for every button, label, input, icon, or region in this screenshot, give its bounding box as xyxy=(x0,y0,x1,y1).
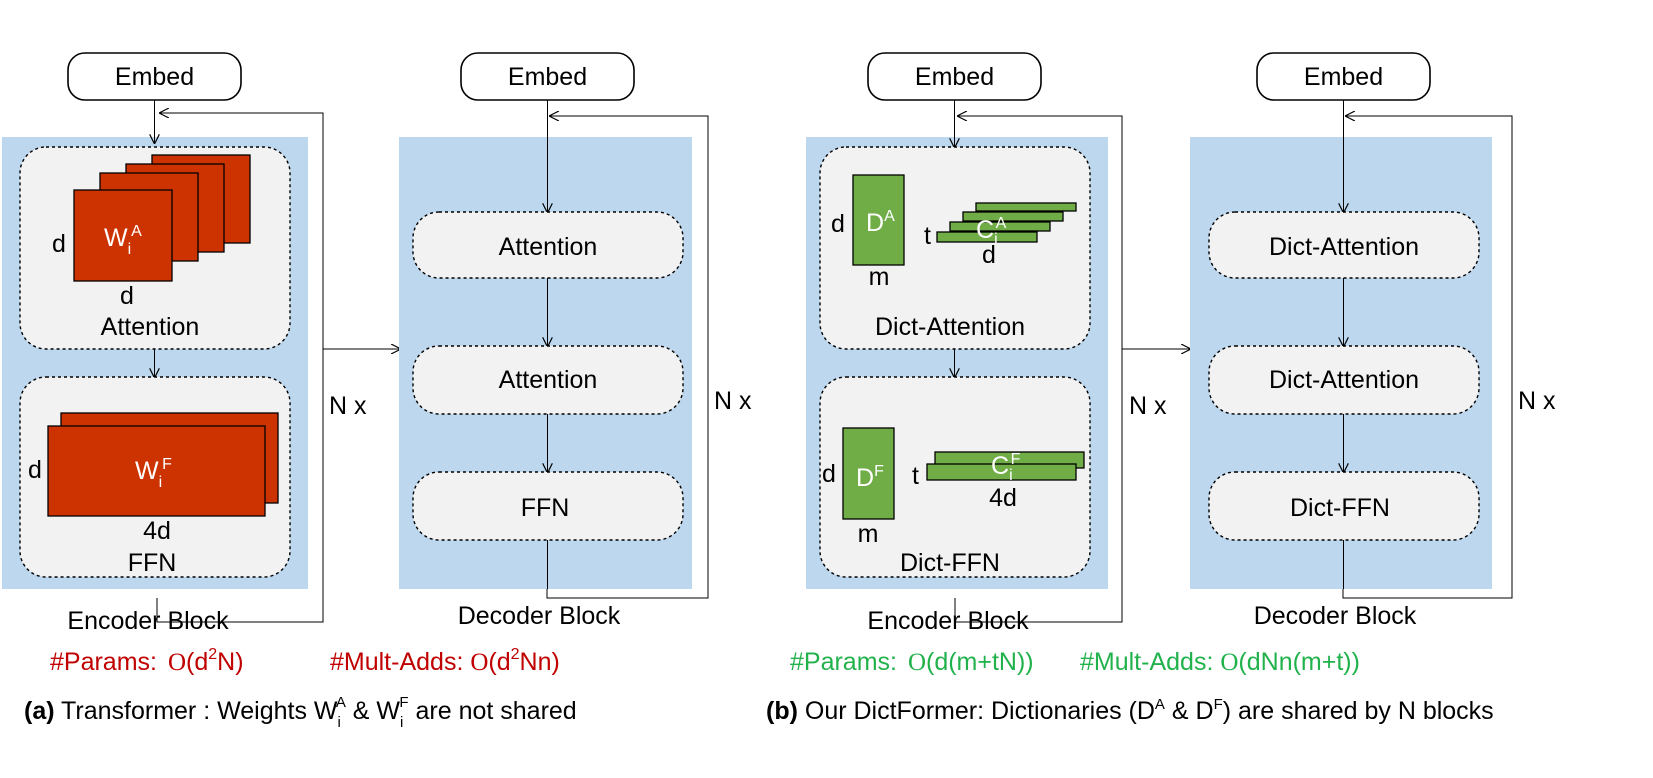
weight-ffn-matrix xyxy=(47,425,266,517)
decoder-repeat-label: N x xyxy=(714,387,752,415)
encoder-ffn-label: FFN xyxy=(128,549,177,577)
weight-attention-matrix xyxy=(73,189,173,282)
coef-attn-matrix xyxy=(936,231,1038,243)
dict-decoder-item-2-label: Dict-Attention xyxy=(1269,366,1419,394)
decoder-item-2 xyxy=(412,345,684,415)
ffn-dim-left: d xyxy=(28,456,42,484)
attention-dim-bottom: d xyxy=(120,282,134,310)
dict-decoder-repeat-loop xyxy=(1342,116,1513,599)
attention-dim-left: d xyxy=(52,230,66,258)
decoder-item-3 xyxy=(412,471,684,541)
dict-decoder-item-3 xyxy=(1208,471,1480,541)
dict-decoder-item-1-label: Dict-Attention xyxy=(1269,233,1419,261)
decoder-item-2-label: Attention xyxy=(499,366,598,394)
dict-decoder-item-2 xyxy=(1208,345,1480,415)
decoder-embed-label: Embed xyxy=(508,63,587,91)
left-mult-adds: #Mult-Adds: O(d2Nn) xyxy=(330,646,560,676)
decoder-item-3-label: FFN xyxy=(521,494,570,522)
encoder-repeat-loop xyxy=(156,113,324,623)
dict-ffn-label: DF xyxy=(856,463,884,492)
weight-ffn-label: WiF xyxy=(135,456,172,491)
coef-attn-3 xyxy=(962,211,1064,222)
dict-decoder-item-3-label: Dict-FFN xyxy=(1290,494,1390,522)
left-caption: (a) Transformer : Weights WiA & WiF are … xyxy=(24,694,577,731)
dict-ffn-dim-bottom: m xyxy=(858,520,879,548)
dict-ffn-matrix xyxy=(842,427,895,520)
dict-ffn-dim-left: d xyxy=(822,460,836,488)
dict-attention-dim-bottom: m xyxy=(869,263,890,291)
dict-encoder-block-title: Encoder Block xyxy=(867,607,1029,635)
decoder-block-title: Decoder Block xyxy=(458,602,621,630)
dict-decoder-embed-label: Embed xyxy=(1304,63,1383,91)
right-params: #Params: O(d(m+tN)) xyxy=(790,648,1034,676)
encoder-repeat-label: N x xyxy=(329,392,367,420)
right-mult-adds: #Mult-Adds: O(dNn(m+t)) xyxy=(1080,648,1360,676)
encoder-attention-label: Attention xyxy=(101,313,200,341)
decoder-repeat-loop xyxy=(546,116,709,599)
coef-ffn-label: CiF xyxy=(991,451,1021,484)
dict-attention-dim-left: d xyxy=(831,210,845,238)
ffn-dim-bottom: 4d xyxy=(143,517,171,545)
left-params: #Params: O(d2N) xyxy=(50,646,244,676)
encoder-embed-label: Embed xyxy=(115,63,194,91)
dict-encoder-repeat-loop xyxy=(954,116,1123,623)
dict-encoder-embed-label: Embed xyxy=(915,63,994,91)
right-caption: (b) Our DictFormer: Dictionaries (DA & D… xyxy=(766,696,1494,725)
coef-ffn-dim-bottom: 4d xyxy=(989,484,1017,512)
encoder-block-title: Encoder Block xyxy=(67,607,229,635)
coef-attn-2 xyxy=(949,221,1051,232)
dict-encoder-ffn-label: Dict-FFN xyxy=(900,549,1000,577)
dict-attention-label: DA xyxy=(866,208,895,237)
decoder-item-1-label: Attention xyxy=(499,233,598,261)
dict-encoder-repeat-label: N x xyxy=(1129,392,1167,420)
dict-attention-matrix xyxy=(852,174,905,266)
coef-attn-4 xyxy=(975,202,1077,212)
dict-encoder-attention-label: Dict-Attention xyxy=(875,313,1025,341)
coef-attention-label: CiA xyxy=(976,215,1007,248)
coef-attention-dim-left: t xyxy=(924,222,931,250)
dict-decoder-repeat-label: N x xyxy=(1518,387,1556,415)
coef-attention-dim-bottom: d xyxy=(982,241,996,269)
coef-ffn-matrix xyxy=(926,463,1077,481)
coef-ffn-dim-left: t xyxy=(912,462,919,490)
dict-decoder-block-title: Decoder Block xyxy=(1254,602,1417,630)
weight-attention-label: WiA xyxy=(104,223,142,258)
